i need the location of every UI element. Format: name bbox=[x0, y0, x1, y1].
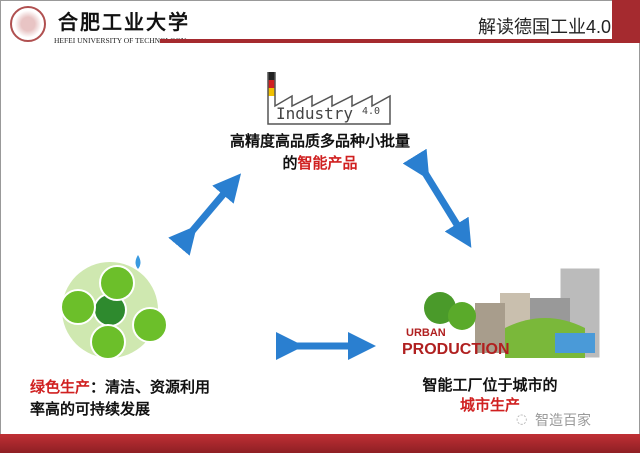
left-caption-line2: 率高的可持续发展 bbox=[30, 400, 151, 418]
caption-prefix: 的 bbox=[282, 154, 298, 172]
caption-rest: ：清洁、资源利用 bbox=[90, 378, 211, 396]
university-name-en: HEFEI UNIVERSITY OF TECHNOLOGY bbox=[54, 36, 187, 45]
industry-4-0-logo: Industry 4.0 bbox=[267, 72, 391, 125]
highlight-urban-production: 城市生产 bbox=[459, 396, 520, 414]
logo-text: Industry bbox=[276, 104, 353, 123]
slide-title: 解读德国工业4.0 bbox=[478, 17, 612, 37]
urban-production-illustration: URBAN PRODUCTION bbox=[402, 267, 601, 359]
logo-version: 4.0 bbox=[362, 106, 380, 117]
university-seal-logo bbox=[10, 6, 46, 42]
header-divider bbox=[160, 39, 640, 43]
watermark: 智造百家 bbox=[535, 413, 591, 429]
urban-logo-bottom: PRODUCTION bbox=[402, 341, 510, 358]
left-caption-line1: 绿色生产：清洁、资源利用 bbox=[20, 376, 260, 397]
green-solutions-diagram bbox=[60, 255, 168, 360]
arrow-top-right bbox=[402, 148, 472, 248]
top-caption-line1: 高精度高品质多品种小批量 bbox=[229, 132, 410, 150]
urban-logo-top: URBAN bbox=[406, 327, 446, 339]
footer-band bbox=[0, 434, 640, 453]
university-name-cn: 合肥工业大学 bbox=[58, 10, 190, 34]
top-caption-line2: 的智能产品 bbox=[200, 152, 440, 173]
wechat-icon: ◌ bbox=[516, 412, 528, 427]
highlight-smart-products: 智能产品 bbox=[297, 154, 358, 172]
right-caption-line1: 智能工厂位于城市的 bbox=[422, 376, 558, 394]
arrow-left-top bbox=[168, 173, 242, 256]
highlight-green-production: 绿色生产 bbox=[30, 378, 91, 396]
header-accent-block bbox=[612, 0, 640, 40]
